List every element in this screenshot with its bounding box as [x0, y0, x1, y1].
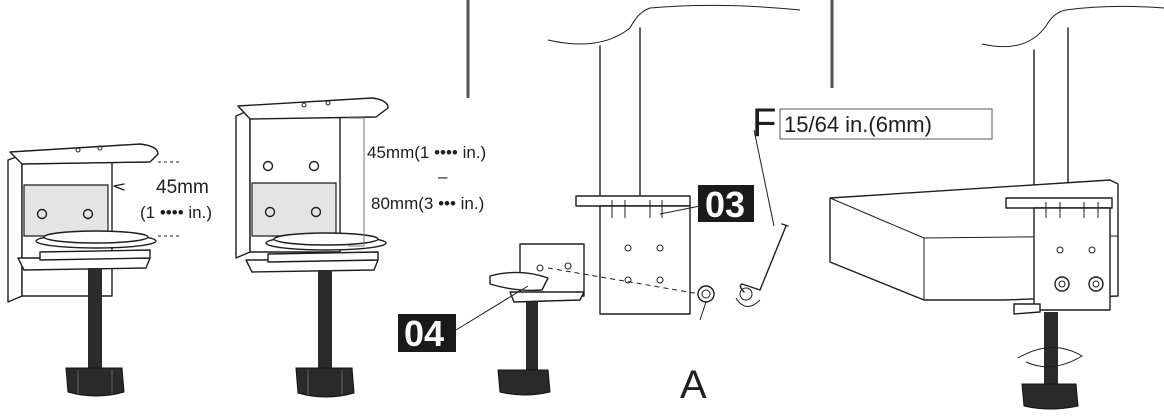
clamp-knob	[65, 367, 125, 397]
depth-label: 45mm	[156, 177, 209, 198]
part-label-03: 03	[705, 184, 745, 225]
mount-hole-icon	[82, 208, 94, 220]
screw-a-icon	[697, 285, 715, 303]
clamp-knob	[1021, 383, 1079, 410]
range-dash: –	[438, 167, 448, 186]
clamp-small: 45mm (1 •••• in.)	[7, 143, 212, 397]
screw-label-a: A	[680, 363, 707, 407]
mount-hole-icon	[308, 160, 320, 172]
assembly-path	[547, 267, 701, 295]
mounted-bracket	[1033, 207, 1111, 311]
range-min-label: 45mm(1 •••• in.)	[367, 143, 486, 162]
hex-key-icon	[739, 225, 787, 293]
tool-label-f: F	[752, 101, 776, 145]
range-max-label: 80mm(3 ••• in.)	[371, 194, 484, 213]
part-label-04: 04	[404, 313, 444, 354]
clamp-screw	[88, 268, 102, 368]
clamp-knob	[295, 367, 355, 398]
tool-size-label: 15/64 in.(6mm)	[784, 112, 932, 137]
clamp-screw	[318, 270, 332, 368]
part-badge-04	[398, 314, 456, 352]
clamp-screw	[526, 302, 538, 370]
mounted-clamp	[829, 5, 1164, 410]
tool-size-box	[779, 108, 993, 140]
clamp-tall: 45mm(1 •••• in.) – 80mm(3 ••• in.)	[235, 97, 486, 398]
part-badge-03	[698, 185, 754, 222]
mount-hole-icon	[264, 206, 276, 218]
mount-hole-icon	[262, 160, 274, 172]
rotate-arrow-icon	[1017, 347, 1083, 368]
bracket-part-03	[599, 205, 691, 315]
mount-hole-icon	[36, 208, 48, 220]
clamp-knob	[497, 369, 551, 396]
mount-hole-icon	[310, 206, 322, 218]
depth-inch-label: (1 •••• in.)	[140, 203, 212, 222]
assembly-step: 03 04 A F 15/64 in.(6mm)	[398, 4, 993, 407]
rotate-arrow-icon	[735, 297, 761, 307]
